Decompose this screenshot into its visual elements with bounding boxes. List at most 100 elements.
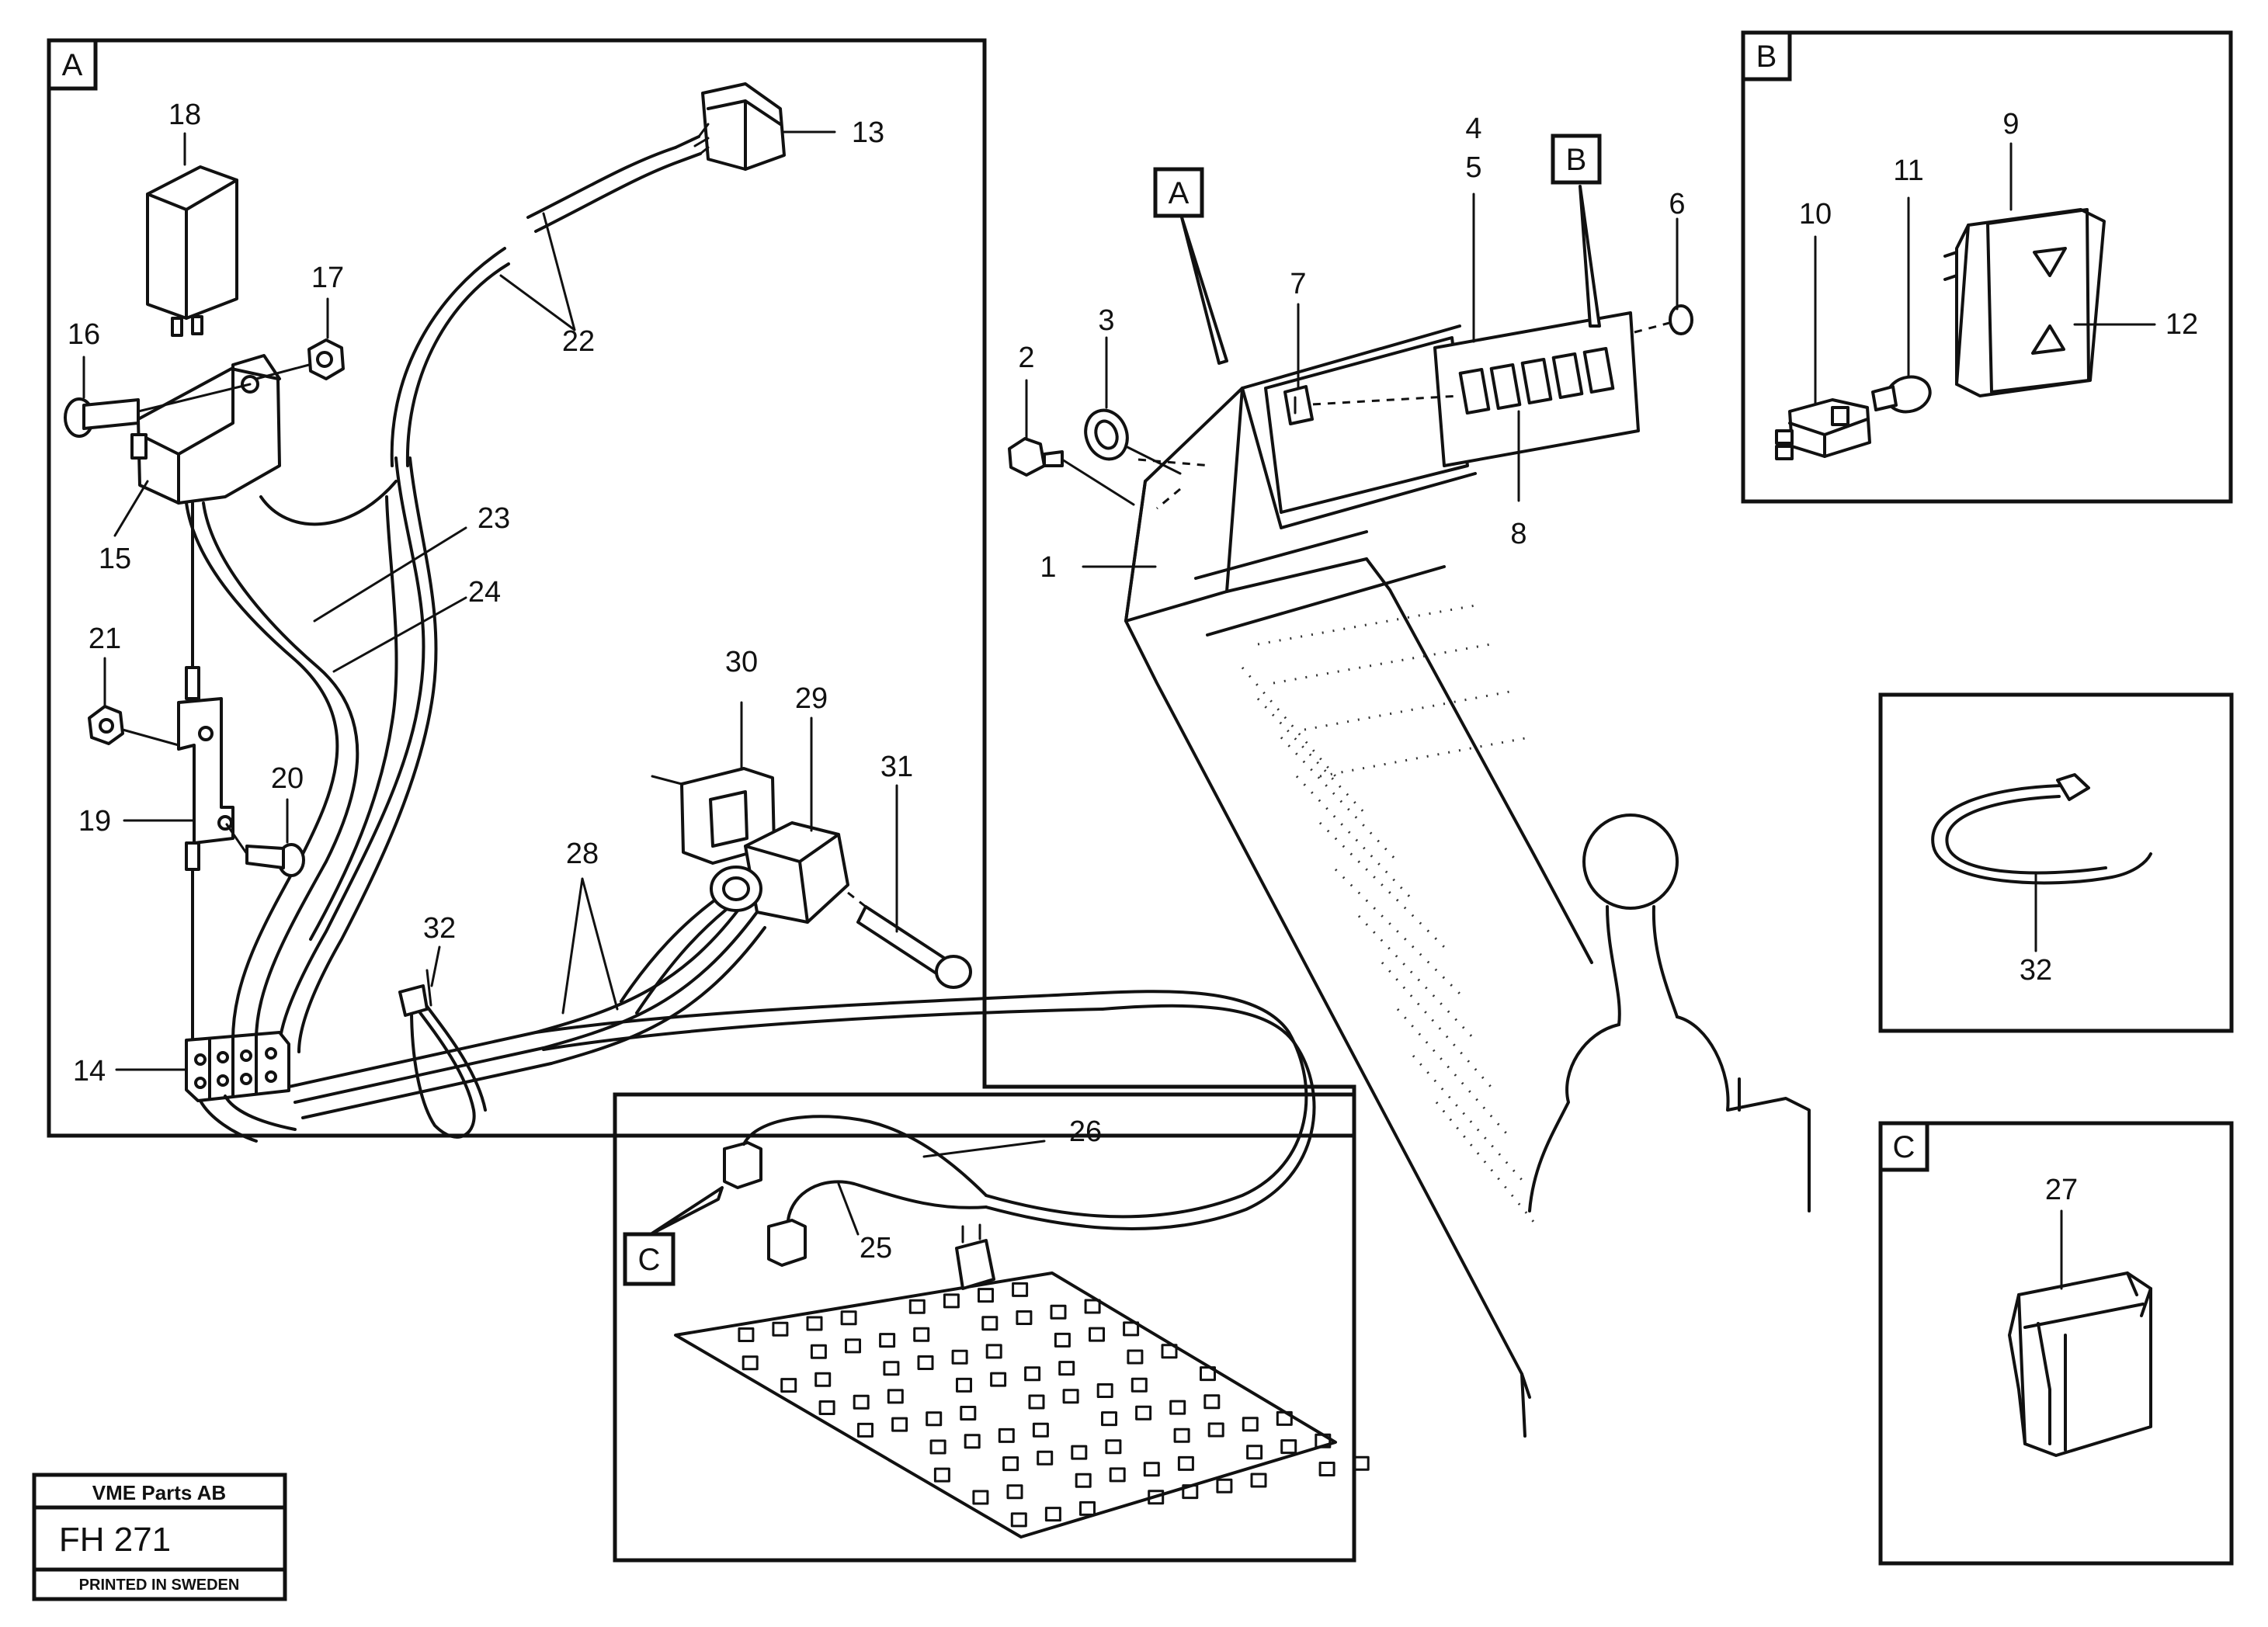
board-component xyxy=(960,1406,977,1421)
board-component xyxy=(1203,1394,1221,1410)
board-component xyxy=(990,1372,1007,1387)
detail-b-panel: B xyxy=(1741,30,2233,504)
terminal-block-14 xyxy=(185,1031,297,1143)
callout-11: 11 xyxy=(1893,154,1923,187)
detail-b-frame xyxy=(1741,30,2233,504)
callout-12: 12 xyxy=(2166,308,2198,341)
callout-1: 1 xyxy=(1040,551,1056,584)
control-panel-assembly: A B xyxy=(1008,134,1811,1438)
callout-30: 30 xyxy=(725,646,758,678)
board-component xyxy=(943,1293,960,1309)
board-component xyxy=(818,1400,835,1415)
board-component xyxy=(1058,1361,1075,1376)
board-component xyxy=(1143,1462,1160,1477)
rocker-switch-9 xyxy=(1943,208,2106,397)
callout-25: 25 xyxy=(860,1232,892,1264)
detail-b-ref-label: B xyxy=(1566,143,1587,177)
cable-tie-32-installed xyxy=(398,969,487,1139)
wire-harness xyxy=(185,135,702,1053)
detail-c-right-tag-label: C xyxy=(1893,1130,1915,1164)
callout-5: 5 xyxy=(1465,151,1481,184)
callout-18: 18 xyxy=(168,99,201,131)
board-component xyxy=(853,1394,870,1410)
board-component xyxy=(951,1349,968,1365)
board-component xyxy=(1127,1349,1144,1365)
board-component xyxy=(1318,1462,1335,1476)
callout-14: 14 xyxy=(73,1055,106,1088)
callout-29: 29 xyxy=(795,682,828,715)
board-component xyxy=(929,1439,946,1455)
title-block-frame xyxy=(32,1473,287,1601)
callout-2: 2 xyxy=(1018,342,1034,374)
callout-13: 13 xyxy=(852,116,884,149)
board-component xyxy=(883,1361,900,1376)
connector-27 xyxy=(2008,1271,2152,1457)
board-component xyxy=(1148,1490,1165,1505)
title-drawing-number: FH 271 xyxy=(59,1521,171,1559)
title-company: VME Parts AB xyxy=(92,1481,226,1504)
cable-bundle-28 xyxy=(287,899,1104,1119)
board-component xyxy=(1016,1310,1033,1325)
pointer-b xyxy=(1579,185,1601,328)
board-component xyxy=(933,1467,950,1483)
title-printed: PRINTED IN SWEDEN xyxy=(79,1577,240,1594)
board-component xyxy=(998,1428,1015,1443)
board-component xyxy=(742,1355,759,1371)
callout-21: 21 xyxy=(89,623,121,655)
connector-13 xyxy=(693,82,786,171)
callout-4: 4 xyxy=(1465,113,1481,145)
detail-a-frame xyxy=(47,38,1356,1138)
board-component xyxy=(1207,1422,1224,1438)
callout-23: 23 xyxy=(478,502,510,535)
detail-c-right-tag xyxy=(1878,1121,1929,1172)
callout-17: 17 xyxy=(311,262,344,294)
board-component xyxy=(1032,1422,1049,1438)
screw-20 xyxy=(225,823,305,877)
board-component xyxy=(1276,1410,1293,1426)
board-component xyxy=(1246,1445,1263,1460)
board-component xyxy=(1101,1411,1117,1427)
detail-a-tag xyxy=(47,38,98,91)
callout-32-detail: 32 xyxy=(2020,954,2052,987)
title-block: VME Parts AB FH 271 PRINTED IN SWEDEN xyxy=(32,1473,287,1601)
board-component xyxy=(738,1327,755,1342)
board-component xyxy=(772,1321,789,1337)
board-component xyxy=(1050,1304,1067,1320)
detail-c-right-panel: C xyxy=(1878,1121,2234,1566)
arrow-down-icon xyxy=(2033,247,2067,277)
board-component xyxy=(908,1299,926,1314)
board-component xyxy=(887,1389,904,1404)
callout-3: 3 xyxy=(1098,304,1114,337)
board-component xyxy=(985,1344,1002,1359)
board-component xyxy=(1161,1344,1178,1359)
board-component xyxy=(780,1378,797,1393)
clip-19 xyxy=(177,501,234,1042)
board-component xyxy=(1200,1366,1216,1382)
board-component xyxy=(1242,1417,1259,1432)
cable-tie-32 xyxy=(1931,773,2152,885)
detail-b-tag xyxy=(1741,30,1792,82)
board-component xyxy=(972,1490,989,1505)
board-component xyxy=(1054,1332,1071,1348)
callout-15: 15 xyxy=(99,543,131,575)
screw-31 xyxy=(847,891,972,989)
detail-b-tag-label: B xyxy=(1756,40,1777,74)
board-component xyxy=(1105,1439,1122,1455)
board-component xyxy=(1089,1327,1105,1342)
callout-leaders xyxy=(82,130,2156,1290)
arrow-up-icon xyxy=(2031,324,2065,355)
board-component xyxy=(857,1422,874,1438)
pointer-a xyxy=(1180,216,1228,365)
bulb-holder-10 xyxy=(1775,398,1871,460)
board-component xyxy=(840,1310,857,1326)
connector-25 xyxy=(767,1180,988,1267)
callout-28: 28 xyxy=(566,838,599,870)
board-component xyxy=(1177,1455,1194,1471)
board-component xyxy=(1028,1394,1045,1410)
board-component xyxy=(1135,1405,1152,1421)
board-component xyxy=(1024,1366,1041,1382)
board-component xyxy=(845,1338,861,1354)
switch-panel-4 xyxy=(1297,311,1640,467)
callout-22: 22 xyxy=(562,325,595,358)
